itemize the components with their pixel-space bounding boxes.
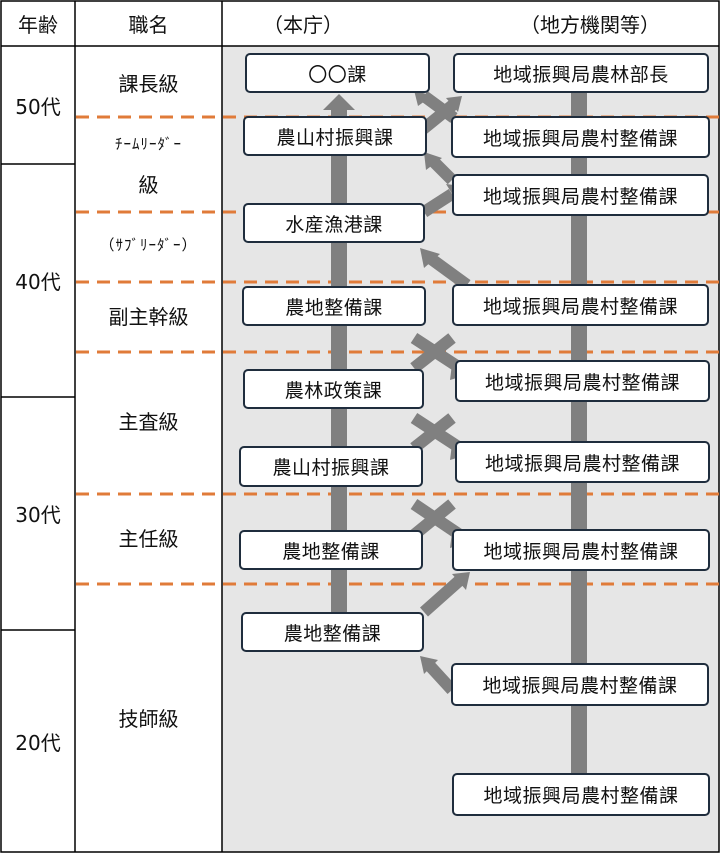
- regional-post: 地域振興局農村整備課: [451, 663, 709, 706]
- hq-post: 農山村振興課: [239, 446, 423, 487]
- rank-engineer: 技師級: [118, 706, 179, 731]
- regional-post: 地域振興局農村整備課: [452, 773, 710, 816]
- header-headquarters: （本庁）: [263, 12, 343, 37]
- rank-chief-staff: 主任級: [118, 526, 179, 551]
- age-50s: 50代: [15, 94, 61, 119]
- age-30s: 30代: [15, 503, 61, 527]
- regional-post: 地域振興局農村整備課: [452, 284, 709, 326]
- transfer-arrows: [410, 91, 471, 695]
- regional-post: 地域振興局農村整備課: [451, 116, 710, 158]
- rank-section-chief: 課長級: [118, 71, 179, 96]
- age-40s: 40代: [15, 270, 61, 294]
- rank-sub-leader: （ｻﾌﾞﾘｰﾀﾞｰ）: [99, 235, 198, 254]
- hq-post: 農林政策課: [243, 369, 424, 409]
- regional-post: 地域振興局農村整備課: [455, 441, 710, 483]
- hq-post: 農地整備課: [241, 612, 424, 652]
- regional-post: 地域振興局農村整備課: [452, 529, 710, 571]
- hq-post: 農山村振興課: [243, 116, 427, 156]
- hq-post: 農地整備課: [242, 286, 426, 326]
- regional-post: 地域振興局農村整備課: [455, 360, 710, 402]
- header-title: 職名: [128, 12, 169, 37]
- regional-post: 地域振興局農村整備課: [452, 174, 709, 216]
- hq-post: 農地整備課: [239, 530, 423, 570]
- rank-team-leader: ﾁｰﾑﾘｰﾀﾞｰ: [114, 134, 182, 153]
- regional-post: 地域振興局農林部長: [453, 53, 709, 93]
- rank-deputy-chief: 副主幹級: [108, 304, 189, 329]
- hq-post: 〇〇課: [245, 53, 430, 93]
- header-regional-offices: （地方機関等）: [520, 12, 660, 37]
- hq-post: 水産漁港課: [243, 203, 425, 243]
- header-age: 年齢: [18, 12, 58, 37]
- age-20s: 20代: [15, 730, 61, 755]
- rank-senior-staff: 主査級: [118, 409, 179, 434]
- rank-team-leader-suffix: 級: [138, 172, 159, 197]
